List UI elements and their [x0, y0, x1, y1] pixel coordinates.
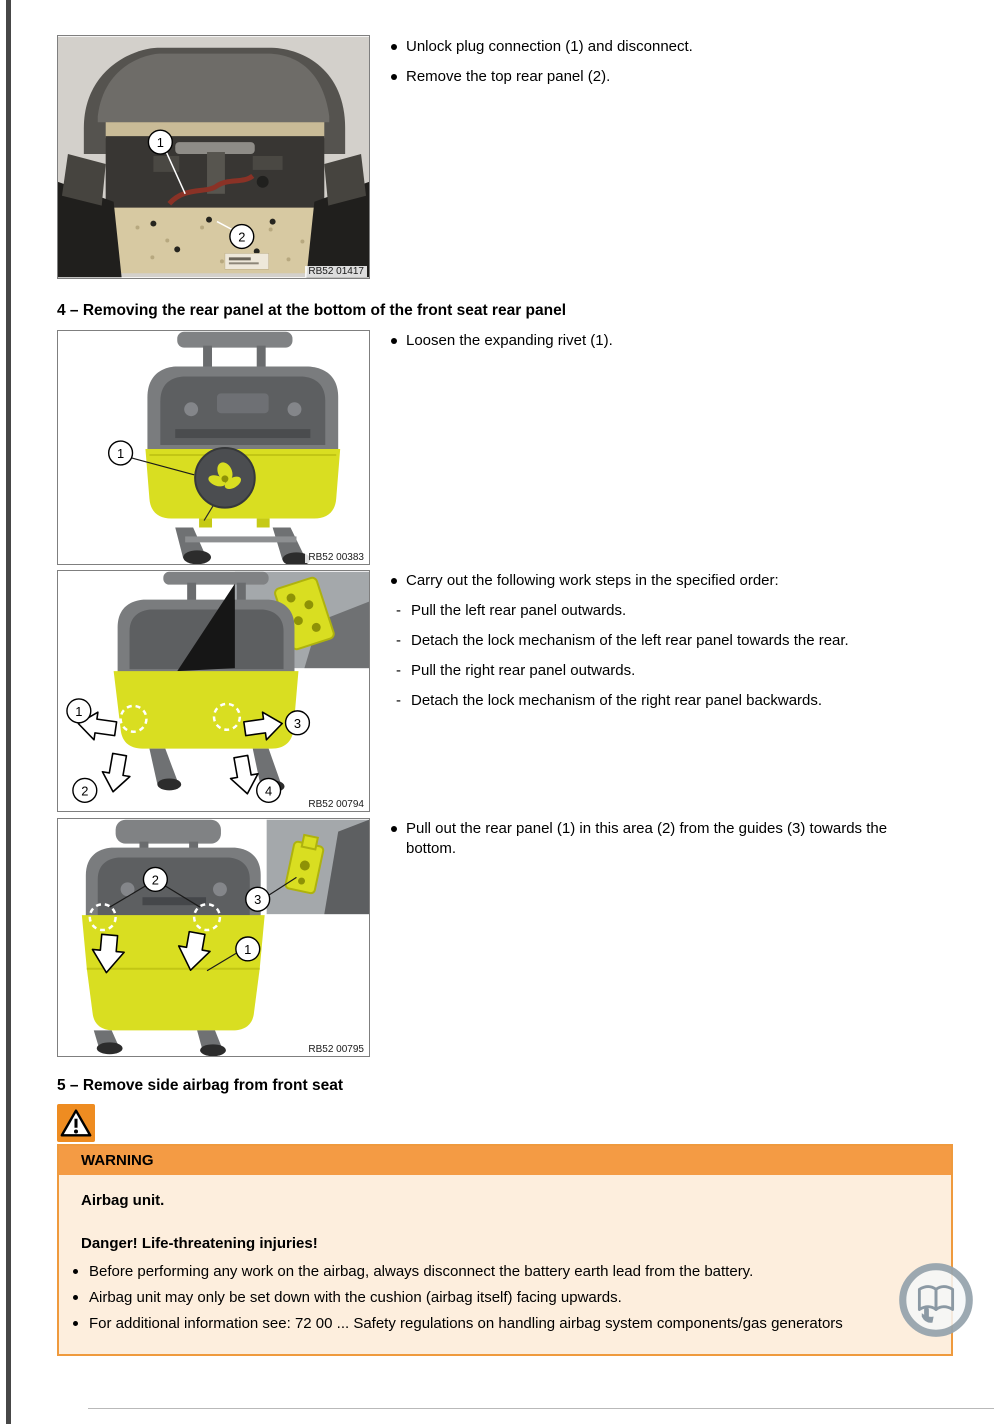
- callout-circle-4: [256, 777, 282, 803]
- instruction-bullet: Carry out the following work steps in th…: [388, 571, 944, 591]
- callout-circle-1: [147, 129, 173, 155]
- callout-number: 1: [117, 446, 124, 461]
- callout-number: 2: [152, 872, 159, 887]
- seat-rear-photo-illustration: 1 2: [58, 36, 369, 278]
- callout-circle-2: [72, 777, 98, 803]
- highlight-circle: [212, 702, 242, 731]
- dash-marker: -: [396, 692, 401, 709]
- callout-circle-1: [235, 936, 261, 962]
- callout-circle-3: [284, 710, 311, 736]
- section-4-heading: 4 – Removing the rear panel at the botto…: [57, 302, 567, 319]
- callout-number: 2: [238, 229, 245, 244]
- warning-bullets: Before performing any work on the airbag…: [72, 1262, 929, 1333]
- figure-plug-connection: 1 2 RB52 01417: [57, 35, 370, 279]
- callout-circle-2: [142, 866, 168, 892]
- step1-bullets: Loosen the expanding rivet (1).: [388, 331, 944, 361]
- left-scrollbar[interactable]: [6, 0, 11, 1424]
- warning-subject: Airbag unit.: [81, 1192, 165, 1209]
- substep-list: - Pull the left rear panel outwards. - D…: [388, 601, 944, 711]
- figure-expanding-rivet: 1 RB52 00383: [57, 330, 370, 565]
- substep: - Pull the right rear panel outwards.: [388, 661, 944, 681]
- callout-number: 3: [254, 892, 261, 907]
- section-5-heading: 5 – Remove side airbag from front seat: [57, 1077, 343, 1094]
- substep: - Detach the lock mechanism of the left …: [388, 631, 944, 651]
- callout-number: 3: [294, 716, 301, 731]
- dash-marker: -: [396, 662, 401, 679]
- instruction-bullet: Loosen the expanding rivet (1).: [388, 331, 944, 351]
- substep-text: Detach the lock mechanism of the left re…: [411, 632, 849, 649]
- seat-pullout-illustration: 2 1 3: [58, 819, 369, 1056]
- instruction-bullet: Pull out the rear panel (1) in this area…: [388, 819, 936, 859]
- dash-marker: -: [396, 602, 401, 619]
- warning-bullet: Airbag unit may only be set down with th…: [72, 1288, 929, 1307]
- figure-label: RB52 01417: [305, 266, 367, 277]
- hand-icon: [921, 1307, 934, 1323]
- callout-number: 1: [75, 704, 82, 719]
- instruction-bullet: Unlock plug connection (1) and disconnec…: [388, 37, 944, 57]
- callout-circle-2: [229, 223, 255, 250]
- callout-circle-1: [107, 440, 134, 466]
- figure-label: RB52 00794: [305, 799, 367, 810]
- warning-bullet: Before performing any work on the airbag…: [72, 1262, 929, 1281]
- substep: - Pull the left rear panel outwards.: [388, 601, 944, 621]
- callout-circle-3: [245, 886, 271, 912]
- warning-body: Airbag unit. Danger! Life-threatening in…: [59, 1175, 951, 1354]
- callout-number: 4: [265, 783, 272, 798]
- highlight-circle: [119, 704, 148, 733]
- figure-label: RB52 00795: [305, 1044, 367, 1055]
- page-content: 1 2 RB52 01417 Unlock plug connection (1…: [57, 35, 957, 1415]
- instruction-bullet: Remove the top rear panel (2).: [388, 67, 944, 87]
- highlight-circle: [192, 902, 222, 932]
- page-bottom-divider: [88, 1408, 994, 1409]
- reader-mode-button[interactable]: [898, 1262, 974, 1338]
- callout-circle-1: [66, 698, 92, 724]
- callout-number: 2: [81, 783, 88, 798]
- book-icon: [917, 1285, 955, 1311]
- substep-text: Pull the left rear panel outwards.: [411, 602, 627, 619]
- warning-title: WARNING: [59, 1146, 951, 1175]
- intro-bullets: Unlock plug connection (1) and disconnec…: [388, 37, 944, 97]
- warning-bullet: For additional information see: 72 00 ..…: [72, 1314, 929, 1333]
- substep-text: Pull the right rear panel outwards.: [411, 662, 636, 679]
- warning-triangle-icon: [57, 1104, 95, 1142]
- warning-box: WARNING Airbag unit. Danger! Life-threat…: [57, 1144, 953, 1356]
- seat-arrows-illustration: 1 2 3 4: [58, 571, 369, 811]
- figure-pull-out-panel: 2 1 3 RB52 00795: [57, 818, 370, 1057]
- dash-marker: -: [396, 632, 401, 649]
- callout-number: 1: [244, 942, 251, 957]
- figure-panel-work-steps: 1 2 3 4 RB52 00794: [57, 570, 370, 812]
- highlight-circle: [88, 902, 117, 932]
- step3-bullets: Pull out the rear panel (1) in this area…: [388, 819, 936, 869]
- step2-instructions: Carry out the following work steps in th…: [388, 571, 944, 721]
- substep-text: Detach the lock mechanism of the right r…: [411, 692, 823, 709]
- substep: - Detach the lock mechanism of the right…: [388, 691, 944, 711]
- callout-number: 1: [157, 135, 164, 150]
- warning-danger-line: Danger! Life-threatening injuries!: [81, 1235, 318, 1252]
- figure-label: RB52 00383: [305, 552, 367, 563]
- seat-rivet-illustration: 1: [58, 331, 369, 564]
